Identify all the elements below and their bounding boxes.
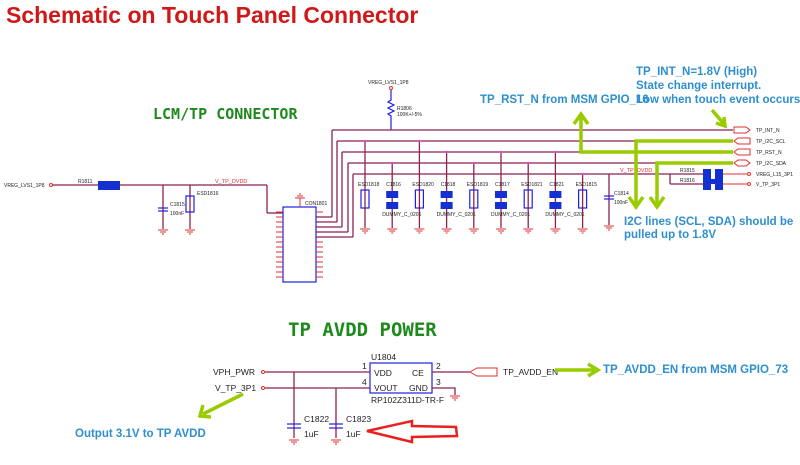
esd-diode: ESD1820: [412, 139, 434, 234]
c1814-label: C1814: [614, 191, 629, 197]
dummy-cap: DUMMY_C_0201 C1817: [491, 150, 530, 234]
net-label: VREG_LVS1_1P8: [4, 183, 45, 189]
c1822-value: 1uF: [304, 429, 319, 439]
note-int: TP_INT_N=1.8V (High): [636, 66, 757, 78]
ic-part: RP102Z311D-TR-F: [371, 395, 444, 405]
dummy-cap: DUMMY_C_0201 C1821: [545, 150, 585, 234]
c1815-label: C1815: [170, 202, 185, 208]
pin-gnd: GND: [409, 383, 428, 393]
r1806-label: R1806: [397, 106, 412, 112]
section-power: TP AVDD POWER: [288, 319, 437, 341]
signal-tp-rst-n: TP_RST_N: [756, 150, 782, 156]
c1814-value: 100nF: [614, 200, 628, 206]
cap-sub-label: DUMMY_C_0201: [437, 212, 476, 218]
signal-tp-int-n: TP_INT_N: [756, 128, 780, 134]
con-label: CON1801: [305, 201, 327, 207]
section-connector: LCM/TP CONNECTOR: [153, 105, 298, 123]
component-label: ESD1821: [521, 182, 543, 188]
tp-avdd-power: VPH_PWR V_TP_3P1 U1804 RP102Z311D-TR-F V…: [75, 352, 788, 445]
note-avdd-en: TP_AVDD_EN from MSM GPIO_73: [603, 364, 788, 376]
r1815-r1816: R1815 R1816 VREG_L15_3P1 V_TP_3P1: [669, 168, 793, 190]
c1823-label: C1823: [346, 414, 371, 424]
r1816-label: R1816: [680, 178, 695, 184]
pin-1: 1: [362, 361, 367, 371]
cap-sub-label: DUMMY_C_0201: [545, 212, 584, 218]
pin-vdd: VDD: [374, 368, 392, 378]
net-v-tp-3p1: V_TP_3P1: [215, 383, 256, 393]
note-output: Output 3.1V to TP AVDD: [75, 428, 206, 440]
red-arrow-icon: [366, 419, 459, 444]
signal-tp-i2c-sda: TP_I2C_SDA: [756, 161, 787, 167]
pin-vout: VOUT: [374, 383, 398, 393]
esd-diode: ESD1821: [521, 161, 543, 234]
c1822-label: C1822: [304, 414, 329, 424]
connector-con1801: CON1801: [276, 130, 354, 283]
ic-u1804: [369, 362, 433, 394]
component-label: C1821: [549, 182, 564, 188]
annotations: TP_RST_N from MSM GPIO_16 TP_INT_N=1.8V …: [480, 66, 800, 241]
c1815-value: 100nF: [170, 211, 184, 217]
r1815-label: R1815: [680, 168, 695, 174]
net-tp-avdd-en: TP_AVDD_EN: [503, 367, 558, 377]
esd-diode: ESD1819: [467, 161, 489, 234]
pin-4: 4: [362, 377, 367, 387]
net-label: V_TP_DVDD: [215, 179, 247, 185]
pin-2: 2: [436, 361, 441, 371]
component-label: C1817: [495, 182, 510, 188]
page-title: Schematic on Touch Panel Connector: [6, 2, 418, 28]
r1806-pullup: VREG_LVS1_1P8 R1806 100K+/-5%: [368, 80, 422, 130]
r1806-value: 100K+/-5%: [397, 112, 422, 118]
net-label: V_TP_3P1: [756, 182, 780, 188]
ic-label: U1804: [371, 352, 396, 362]
component-label: ESD1818: [358, 182, 380, 188]
r1811-resistor: [98, 181, 120, 190]
net-label: VREG_L15_3P1: [756, 172, 793, 178]
component-label: C1816: [386, 182, 401, 188]
net-label: VREG_LVS1_1P8: [368, 80, 409, 86]
signal-ports: TP_INT_N TP_I2C_SCL TP_RST_N TP_I2C_SDA: [733, 126, 787, 167]
r1811-label: R1811: [78, 179, 93, 185]
esd-diode: ESD1815: [576, 172, 598, 234]
note-int: Low when touch event occurs: [636, 94, 800, 106]
dummy-cap: DUMMY_C_0201 C1816: [382, 161, 422, 234]
pin-3: 3: [436, 377, 441, 387]
component-label: C1818: [441, 182, 456, 188]
c1814: C1814 100nF: [603, 174, 629, 231]
component-label: ESD1820: [412, 182, 434, 188]
note-rst: TP_RST_N from MSM GPIO_16: [480, 94, 649, 106]
component-label: ESD1815: [576, 182, 598, 188]
pin-ce: CE: [412, 368, 424, 378]
note-int: State change interrupt.: [636, 80, 761, 92]
component-label: ESD1819: [467, 182, 489, 188]
net-vph-pwr: VPH_PWR: [213, 367, 255, 377]
esd1816-label: ESD1816: [197, 191, 219, 197]
note-i2c: I2C lines (SCL, SDA) should be: [624, 216, 793, 228]
dummy-cap: DUMMY_C_0201 C1818: [437, 150, 476, 234]
c1823-value: 1uF: [346, 429, 361, 439]
cap-sub-label: DUMMY_C_0201: [382, 212, 421, 218]
signal-tp-i2c-scl: TP_I2C_SCL: [756, 139, 786, 145]
cap-sub-label: DUMMY_C_0201: [491, 212, 530, 218]
note-i2c: pulled up to 1.8V: [624, 229, 716, 241]
esd-diode: ESD1818: [358, 139, 380, 234]
dvdd-feed: VREG_LVS1_1P8 R1811 V_TP_DVDD C1815 100n…: [4, 179, 283, 235]
